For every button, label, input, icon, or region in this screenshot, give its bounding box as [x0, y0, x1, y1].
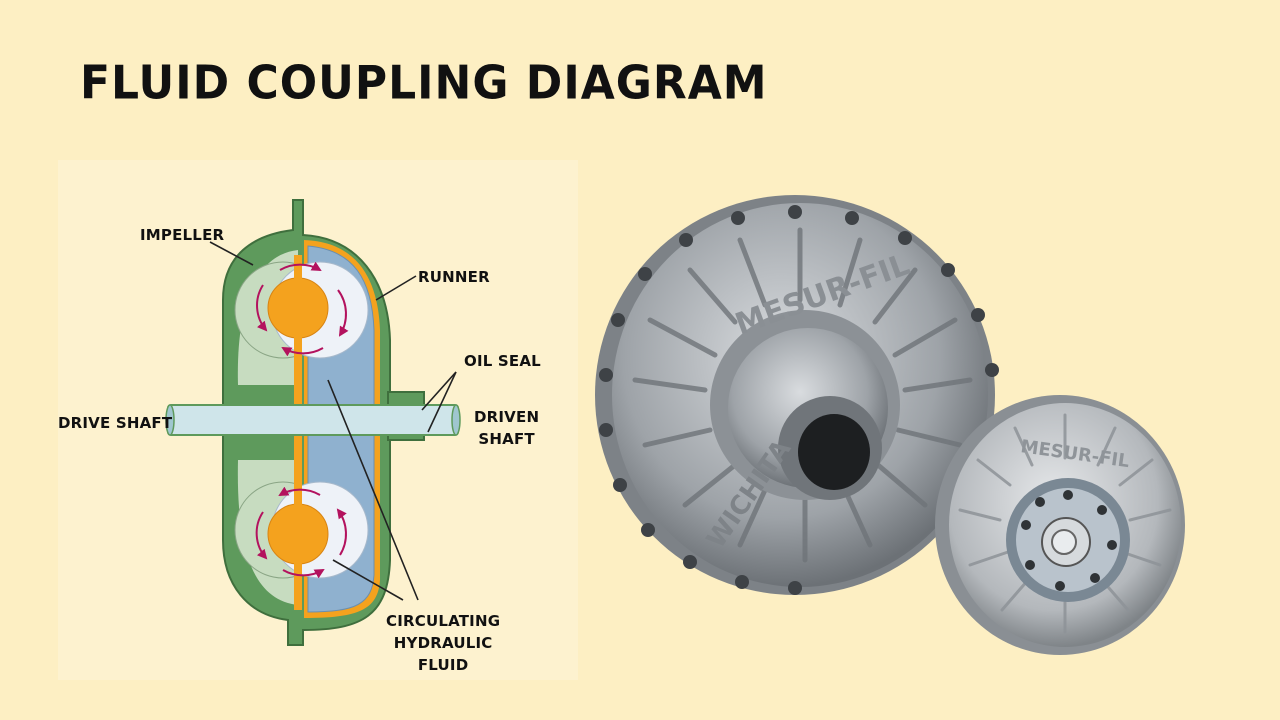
fluid-coupling-diagram: IMPELLER RUNNER OIL SEAL DRIVE SHAFT DRI… — [58, 160, 578, 680]
leader-runner — [375, 275, 417, 301]
coupling-photo: MESUR-FIL WICHITA — [590, 190, 1210, 670]
flow-arrow — [256, 284, 268, 332]
small-coupling: MESUR-FIL — [935, 395, 1185, 655]
coupling-photo-illustration: MESUR-FIL WICHITA — [595, 195, 1185, 655]
flow-arrow — [337, 289, 349, 337]
coupling-cross-section — [165, 199, 461, 646]
leader-oil-seal-2 — [427, 371, 457, 433]
large-coupling: MESUR-FIL WICHITA — [595, 195, 999, 595]
label-oil-seal: OIL SEAL — [464, 352, 541, 370]
label-circulating-fluid: CIRCULATING HYDRAULIC FLUID — [386, 612, 501, 674]
flow-arrow — [281, 347, 324, 357]
flow-arrow — [279, 261, 322, 271]
flow-arrow — [282, 569, 325, 579]
flow-arrow — [278, 486, 321, 496]
leader-oil-seal-1 — [421, 371, 457, 411]
page-title: FLUID COUPLING DIAGRAM — [80, 56, 768, 111]
drive-shaft — [167, 404, 459, 436]
label-driven-shaft: DRIVEN SHAFT — [474, 408, 540, 448]
flow-arrow — [336, 508, 347, 556]
leader-fluid-1 — [327, 379, 419, 601]
leader-fluid-2 — [332, 559, 404, 601]
flow-arrow — [255, 511, 268, 560]
leader-impeller — [209, 241, 254, 266]
label-runner: RUNNER — [418, 268, 490, 286]
label-drive-shaft: DRIVE SHAFT — [58, 414, 173, 432]
label-impeller: IMPELLER — [140, 226, 225, 244]
